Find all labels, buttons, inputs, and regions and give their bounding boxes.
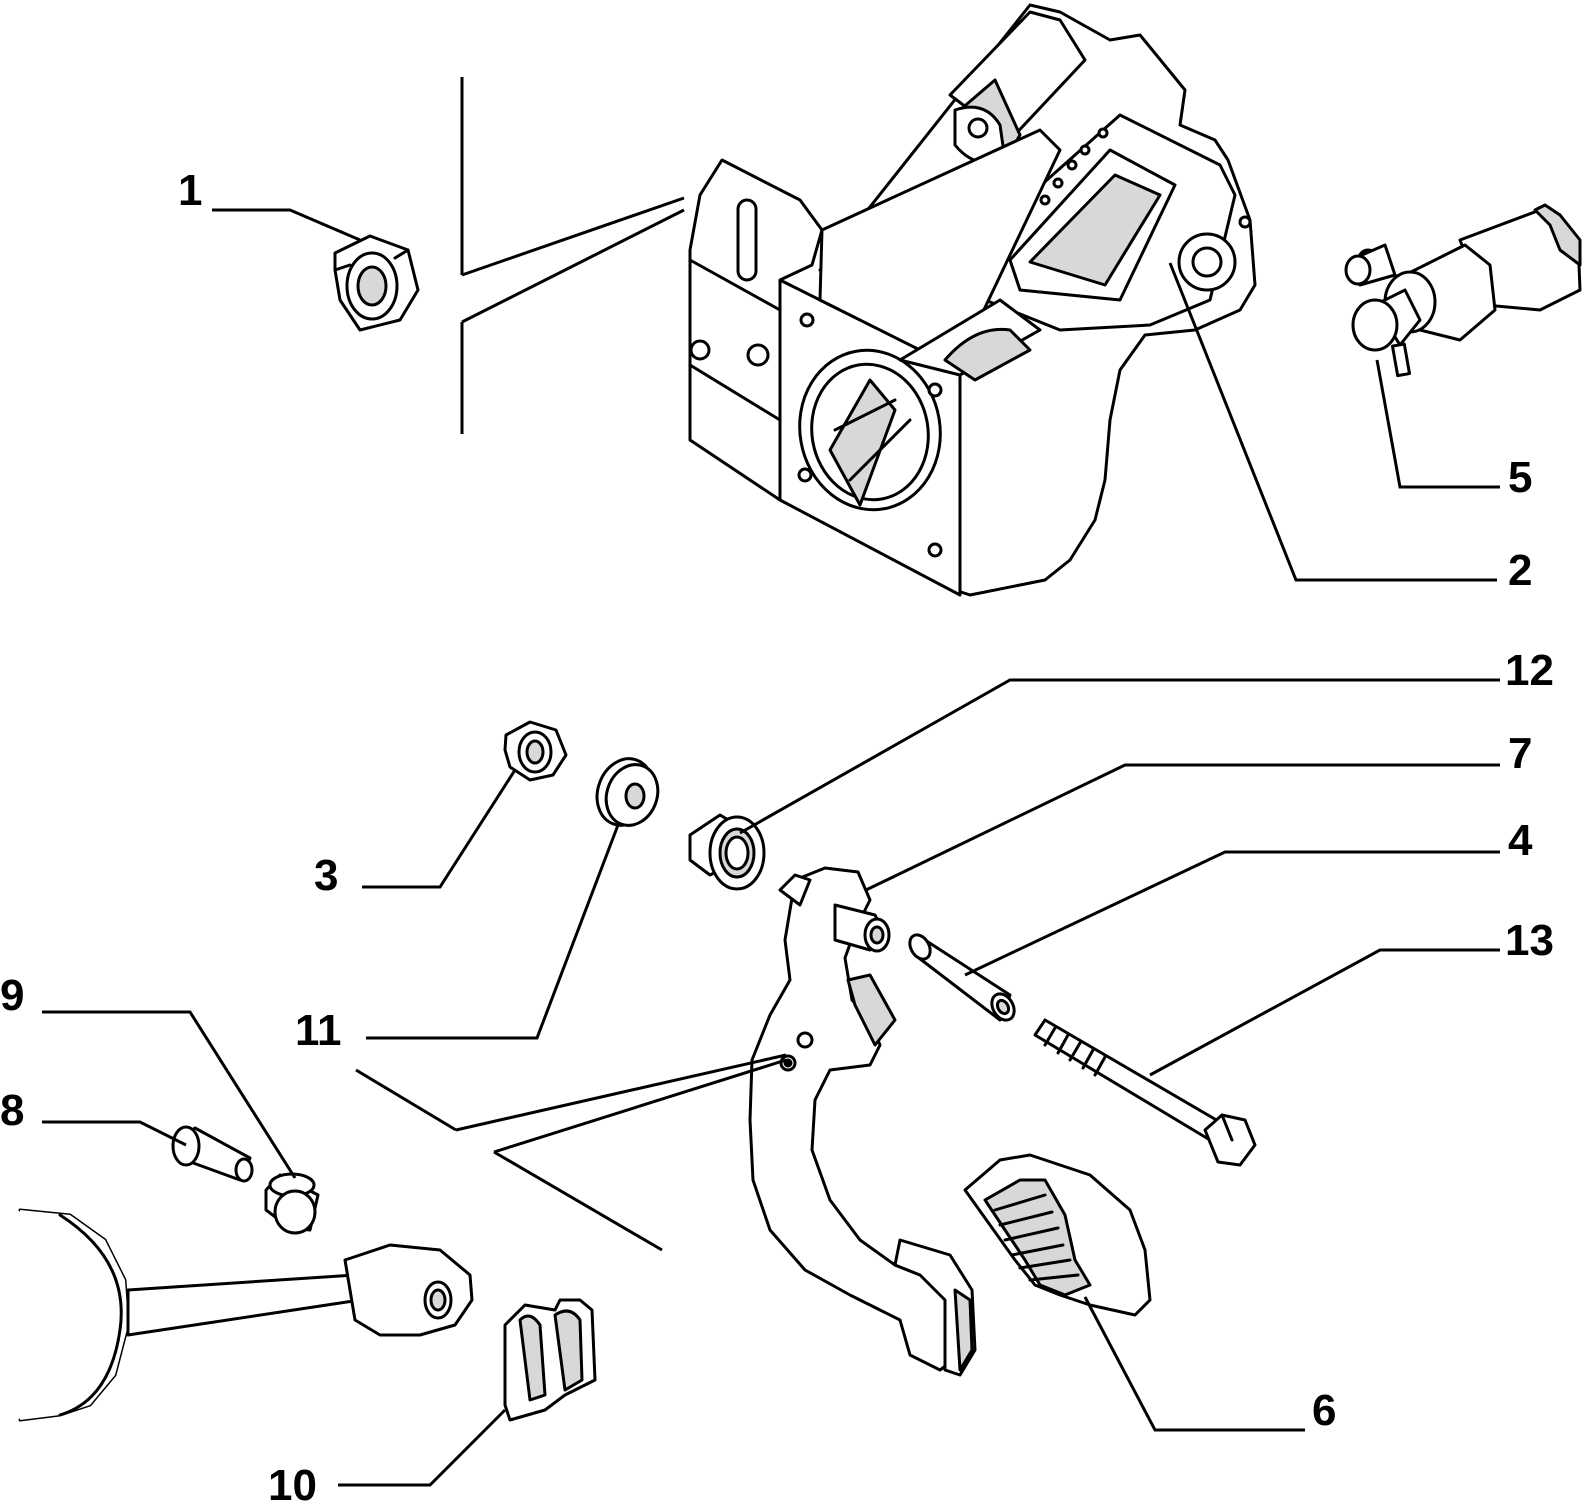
callout-12: 12 — [1505, 646, 1554, 695]
clevis-pin — [171, 1125, 254, 1183]
pivot-bolt — [1033, 1018, 1257, 1167]
washer — [595, 757, 660, 827]
pedal-bracket — [688, 3, 1257, 597]
flanged-bushing — [688, 813, 766, 891]
callout-11: 11 — [295, 1006, 342, 1055]
hex-nut-large — [333, 234, 420, 332]
callout-1: 1 — [178, 166, 202, 215]
callout-6: 6 — [1312, 1386, 1336, 1435]
callout-3: 3 — [314, 851, 338, 900]
master-cylinder-push-rod — [18, 1208, 474, 1422]
callout-7: 7 — [1508, 729, 1532, 778]
retaining-clip — [503, 1298, 597, 1422]
callout-9: 9 — [0, 971, 24, 1020]
pedal-pad — [963, 1153, 1152, 1317]
pedal-switch — [1344, 203, 1582, 378]
pivot-pin — [908, 933, 1016, 1022]
pedal-arm — [748, 866, 977, 1377]
hex-nut-small — [503, 720, 568, 782]
callout-2: 2 — [1508, 546, 1532, 595]
callout-4: 4 — [1508, 816, 1533, 865]
callout-5: 5 — [1508, 453, 1532, 502]
sleeve-bushing — [264, 1172, 320, 1235]
callout-10: 10 — [268, 1461, 317, 1508]
callout-13: 13 — [1505, 916, 1554, 965]
callout-labels: 1 2 3 4 5 6 7 8 9 10 11 12 13 — [0, 166, 1554, 1508]
callout-8: 8 — [0, 1086, 24, 1135]
